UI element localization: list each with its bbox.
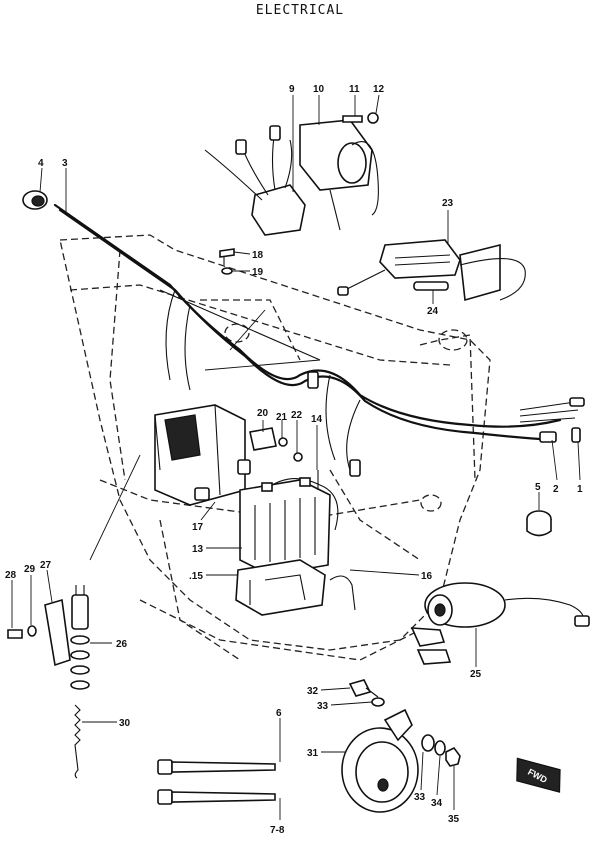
nut-part-22 (293, 452, 303, 462)
nut-part-35 (445, 746, 461, 767)
callout-17: 17 (192, 522, 204, 533)
washer-part-19 (221, 267, 233, 275)
cable-tie-part-7-8 (157, 789, 276, 805)
callout-24: 24 (427, 306, 439, 317)
callout-10: 10 (313, 84, 325, 95)
callout-5: 5 (535, 482, 541, 493)
callout-20: 20 (257, 408, 269, 419)
callout-4: 4 (38, 158, 44, 169)
regulator-part-23 (337, 239, 526, 302)
callout-7-8: 7-8 (270, 825, 285, 836)
flasher-relay-part-9 (204, 125, 306, 236)
callout-1: 1 (577, 484, 583, 495)
callout-2: 2 (553, 484, 559, 495)
nut-part-12 (367, 112, 379, 124)
terminal-part-20 (249, 427, 277, 451)
callout-3: 3 (62, 158, 68, 169)
callout-30: 30 (119, 718, 131, 729)
ignition-switch-part-25 (410, 582, 590, 665)
diagram-title: ELECTRICAL (255, 3, 345, 18)
wiring-harness (53, 203, 585, 477)
washer-part-33-upper (371, 697, 385, 707)
callout-26: 26 (116, 639, 128, 650)
grommet-part-4 (22, 190, 48, 210)
bracket-part-27 (44, 598, 71, 667)
callout-9: 9 (289, 84, 295, 95)
spring-part-30 (74, 704, 81, 779)
callout-21: 21 (276, 412, 288, 423)
battery-part-13 (239, 477, 339, 576)
callout-25: 25 (470, 669, 482, 680)
callout-19: 19 (252, 267, 264, 278)
callout-22: 22 (291, 410, 303, 421)
callout-31: 31 (307, 748, 319, 759)
battery-tray-part-15 (235, 559, 326, 616)
callout-16: 16 (421, 571, 433, 582)
bolt-part-21 (278, 437, 288, 447)
horn-part-31 (341, 708, 419, 813)
callout-14: 14 (311, 414, 323, 425)
callout-23: 23 (442, 198, 454, 209)
callout-13: 13 (192, 544, 204, 555)
callout-27: 27 (40, 560, 52, 571)
callout-33-upper: 33 (317, 701, 329, 712)
bolt-part-11 (342, 115, 363, 123)
screw-part-18 (219, 248, 235, 265)
callout-29: 29 (24, 564, 36, 575)
forward-direction-badge: FWD (516, 757, 561, 793)
band-part-16 (329, 575, 356, 611)
ignition-coil-part-17 (154, 404, 251, 506)
cable-tie-part-6 (157, 759, 276, 775)
brake-switch-part-26 (70, 585, 90, 690)
callout-15: .15 (189, 571, 203, 582)
callout-35: 35 (448, 814, 460, 825)
washer-part-34 (434, 740, 446, 756)
callout-34: 34 (431, 798, 443, 809)
callout-32: 32 (307, 686, 319, 697)
callout-18: 18 (252, 250, 264, 261)
callout-labels: 1 2 3 4 5 6 7-8 9 10 11 12 13 14 .15 16 … (5, 84, 583, 836)
washer-part-29 (27, 625, 37, 637)
callout-33-lower: 33 (414, 792, 426, 803)
cap-part-5 (526, 510, 552, 537)
washer-part-33-lower (421, 734, 435, 752)
bolt-part-28 (7, 629, 23, 639)
fuse-part-24 (413, 281, 449, 291)
callout-11: 11 (349, 84, 360, 95)
starter-relay-part-10 (299, 119, 379, 231)
leader-lines (11, 94, 581, 820)
frame-outline (59, 234, 491, 661)
callout-6: 6 (276, 708, 282, 719)
bolt-part-32 (348, 679, 379, 698)
callout-28: 28 (5, 570, 17, 581)
callout-12: 12 (373, 84, 385, 95)
